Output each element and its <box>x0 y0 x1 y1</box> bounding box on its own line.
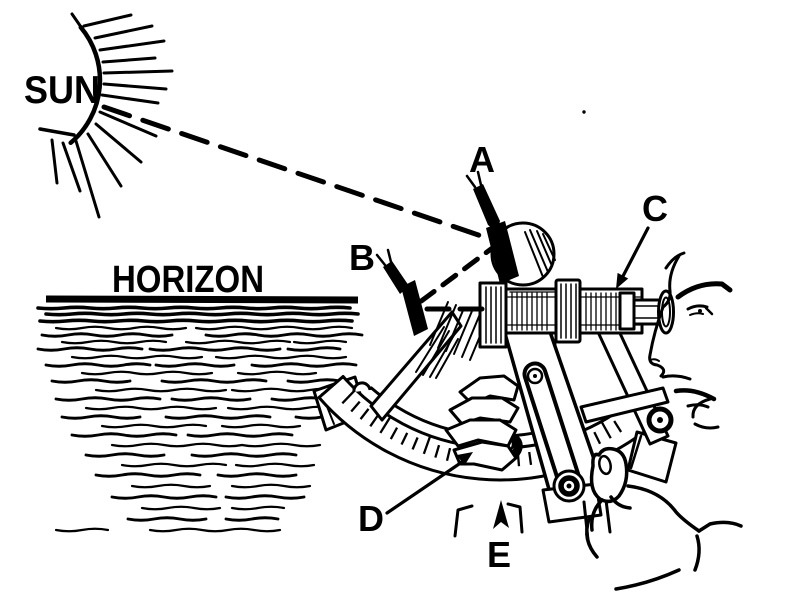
index-mirror <box>486 221 519 284</box>
nose <box>648 305 666 378</box>
upper-lip <box>661 374 692 381</box>
reflected-ray-dashed-line <box>417 240 502 305</box>
horizon-label: HORIZON <box>112 259 264 301</box>
label-a-arrow <box>465 170 500 232</box>
telescope-eyepiece <box>632 289 675 335</box>
sun-disc-arc <box>68 25 103 146</box>
frame-junction-bearing <box>646 406 674 434</box>
sea-and-horizon: HORIZON <box>36 259 364 533</box>
frame-crossbar <box>579 386 670 424</box>
forehead <box>661 254 681 309</box>
hairline <box>664 251 686 270</box>
eye <box>686 304 714 316</box>
chin <box>691 397 720 430</box>
mouth <box>673 388 717 402</box>
label-c-arrow <box>616 226 650 289</box>
eyebrow <box>675 281 733 300</box>
label-d-arrow <box>385 452 473 515</box>
telescope <box>478 278 675 349</box>
arc-bump <box>352 381 372 393</box>
nostril <box>649 358 660 362</box>
sea-waves <box>36 305 364 533</box>
sun-label: SUN <box>24 69 100 112</box>
sun-rays <box>50 13 174 219</box>
observer-face <box>648 251 733 430</box>
thumbnail <box>598 454 612 476</box>
sextant <box>312 221 678 542</box>
label-e-arrow <box>493 500 509 529</box>
label-b-arrow <box>375 248 409 294</box>
thumb <box>589 446 629 504</box>
sun: SUN <box>24 12 174 219</box>
left-hand-fingers <box>444 374 520 472</box>
part-label-e: E <box>487 534 511 575</box>
part-labels: A B C D E <box>349 139 668 575</box>
sun-ray-dashed-line <box>101 104 499 244</box>
sun-arc-bottom-cap <box>38 127 76 137</box>
part-label-b: B <box>349 237 375 278</box>
part-label-d: D <box>358 498 384 539</box>
horizon-line <box>45 295 359 304</box>
horizon-mirror <box>401 280 428 336</box>
sun-arc-top-fork <box>70 12 83 29</box>
index-arm-bearing <box>552 469 586 503</box>
speck-dot <box>582 110 586 114</box>
part-label-c: C <box>642 188 668 229</box>
part-label-a: A <box>469 139 495 180</box>
right-hand <box>585 446 743 591</box>
